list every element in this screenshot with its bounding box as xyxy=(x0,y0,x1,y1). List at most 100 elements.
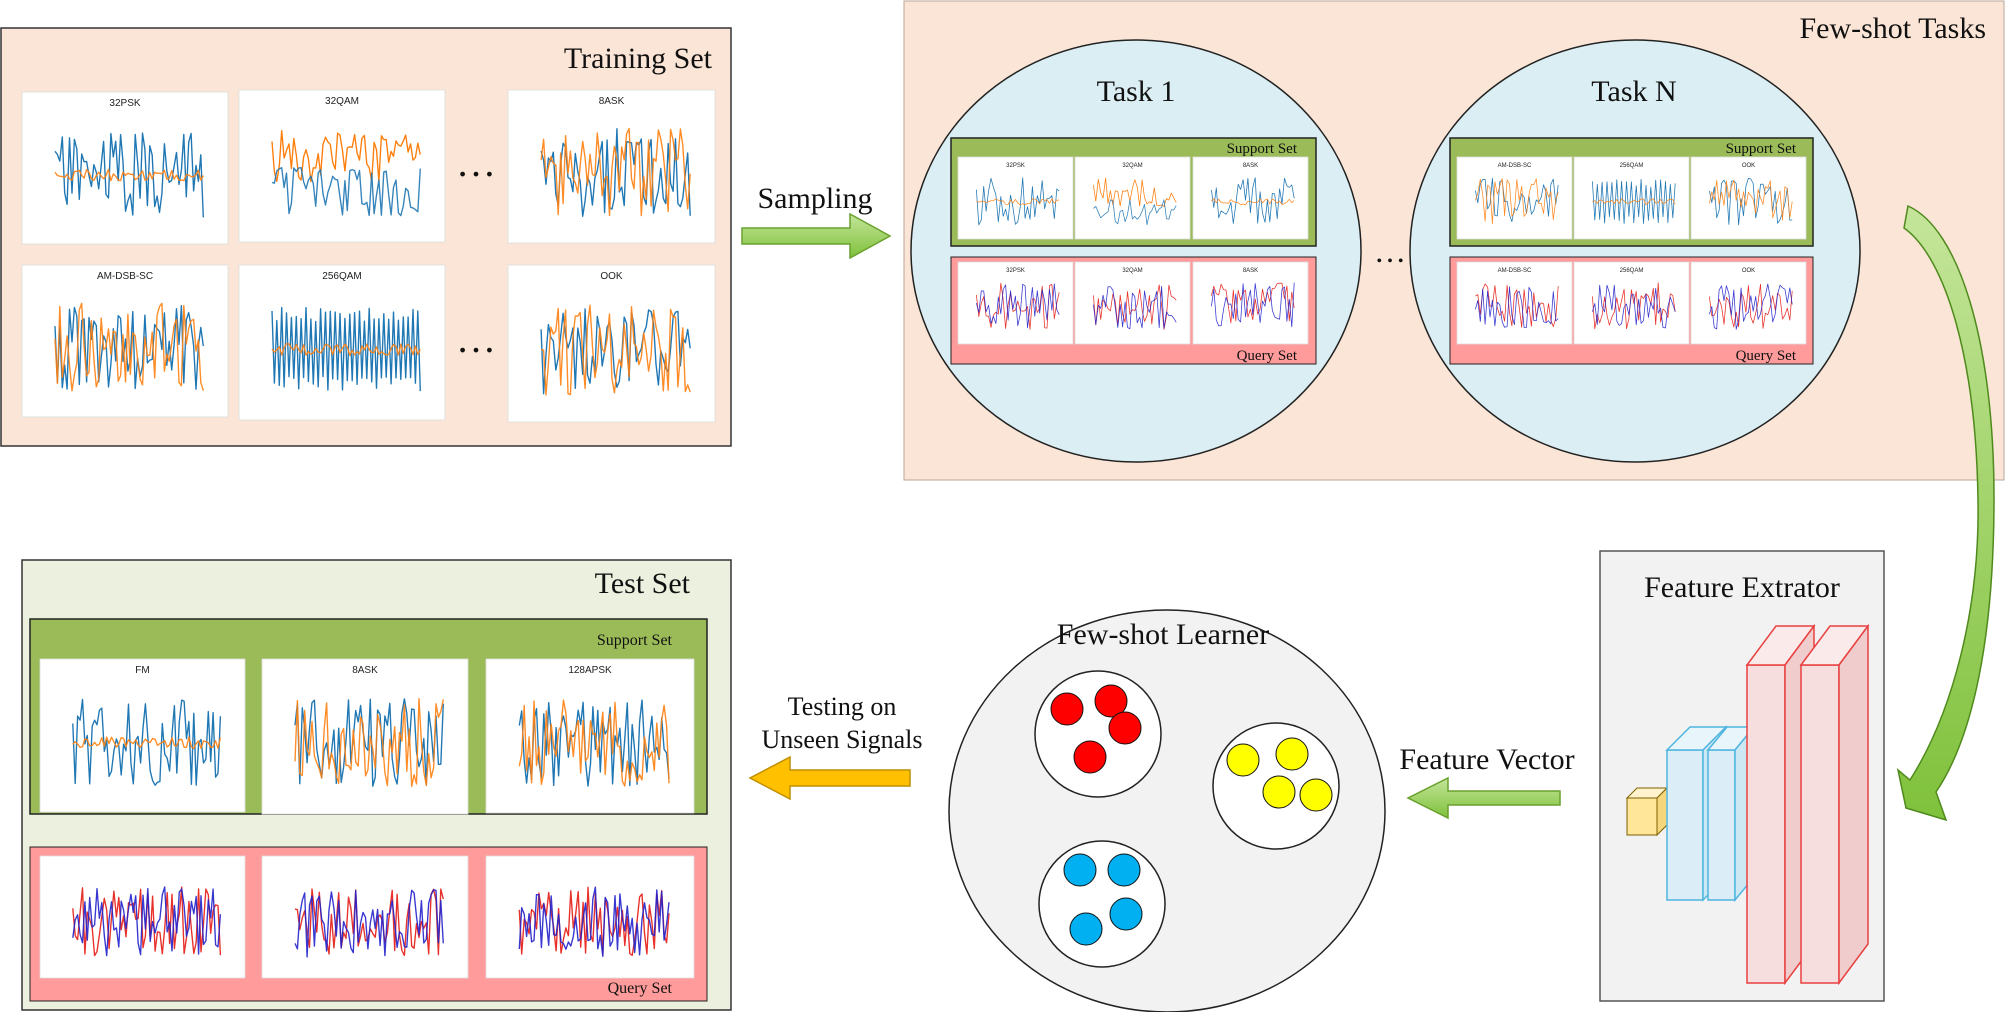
test-support-label: Support Set xyxy=(597,632,673,649)
test-support-thumb-trace-a xyxy=(294,698,444,787)
red-class-cluster xyxy=(1034,670,1162,798)
tasks-ellipsis: … xyxy=(1374,233,1406,269)
task-1-query-thumb-trace-a xyxy=(1093,284,1177,330)
task-n-support-thumb-label: 256QAM xyxy=(1620,163,1644,169)
training-thumb-trace-b xyxy=(540,304,691,396)
task-1-title: Task 1 xyxy=(1097,75,1176,108)
red-sample-dot xyxy=(1050,692,1084,726)
task-n-support-thumb-frame xyxy=(1573,156,1690,240)
task-1-support-thumb: 8ASK xyxy=(1192,156,1309,240)
task-n-support-thumb-trace-a xyxy=(1592,179,1676,224)
training-thumb-trace-b xyxy=(54,168,204,182)
testing-arrow: Testing on Unseen Signals xyxy=(748,692,923,801)
task-n-support-thumb-label: AM-DSB-SC xyxy=(1498,163,1532,169)
yellow-sample-dot xyxy=(1275,737,1309,771)
training-thumb-label: 8ASK xyxy=(599,96,625,107)
feature-extractor-panel: Feature Extrator xyxy=(1599,550,1885,1002)
task-1-support-thumb-frame xyxy=(1192,156,1309,240)
task-1-support-thumbnails: 32PSK 32QAM 8ASK xyxy=(957,156,1309,240)
sampling-arrow: Sampling xyxy=(741,182,892,260)
task-1-support-thumb-trace-a xyxy=(1211,177,1295,224)
training-thumb-trace-b xyxy=(271,167,421,217)
training-thumb-trace-b xyxy=(54,302,204,392)
training-thumb-label: AM-DSB-SC xyxy=(97,271,153,282)
task-n-query-thumb-label: AM-DSB-SC xyxy=(1498,268,1532,274)
task-1-support-thumb-frame xyxy=(1074,156,1191,240)
task-n-support-label: Support Set xyxy=(1726,141,1797,157)
yellow-sample-dot xyxy=(1226,743,1260,777)
feature-extractor-title: Feature Extrator xyxy=(1644,571,1840,604)
test-support-thumb-trace-b xyxy=(72,736,222,750)
task-n-query-thumb: AM-DSB-SC xyxy=(1456,261,1573,345)
task-1-support-thumb-trace-b xyxy=(976,198,1060,206)
red-sample-dot xyxy=(1073,740,1107,774)
yellow-sample-dot xyxy=(1299,778,1333,812)
task-1-support-thumb-trace-b xyxy=(1211,198,1295,206)
task-1-query-thumb-trace-b xyxy=(976,283,1060,329)
test-support-thumbnails: FM 8ASK 128APSK xyxy=(39,658,695,815)
task-n-query-thumb-trace-b xyxy=(1592,284,1676,329)
blue-sample-dot xyxy=(1063,853,1097,887)
blue-sample-dot xyxy=(1107,853,1141,887)
test-support-thumb-trace-a xyxy=(72,698,222,786)
training-thumb-frame xyxy=(238,89,446,243)
task-n-support-thumb-frame xyxy=(1456,156,1573,240)
test-support-thumb-label: 128APSK xyxy=(568,665,612,676)
feature-vector-arrow: Feature Vector xyxy=(1399,743,1575,820)
task-n-query-thumb-trace-a xyxy=(1709,283,1793,329)
few-shot-tasks-title: Few-shot Tasks xyxy=(1799,12,1986,45)
task-1-query-thumb: 32QAM xyxy=(1074,261,1191,345)
task-1-support-label: Support Set xyxy=(1227,141,1298,157)
task-n-query-thumb-trace-b xyxy=(1475,286,1559,328)
task-1-support-thumb: 32PSK xyxy=(957,156,1074,240)
task-1-query-thumb-label: 8ASK xyxy=(1243,268,1258,274)
task-1-query-thumb-label: 32QAM xyxy=(1122,268,1142,274)
task-n-query-thumb-label: OOK xyxy=(1742,268,1755,274)
blue-sample-dot xyxy=(1109,897,1143,931)
few-shot-tasks-panel: Few-shot Tasks Task 1 Support Set Query … xyxy=(903,0,2005,481)
test-support-thumb-label: 8ASK xyxy=(352,665,378,676)
test-query-thumb xyxy=(39,855,246,979)
task-n-support-thumb-trace-b xyxy=(1709,179,1793,221)
yellow-sample-dot xyxy=(1262,775,1296,809)
task-n-support-thumb-frame xyxy=(1690,156,1807,240)
task-n-query-thumb-frame xyxy=(1690,261,1807,345)
test-support-thumb-trace-b xyxy=(518,699,670,787)
training-thumb-frame xyxy=(507,264,716,423)
task-1-support-thumb-label: 32QAM xyxy=(1122,163,1142,169)
training-set-title: Training Set xyxy=(564,42,713,75)
testing-label-line1: Testing on xyxy=(788,692,897,721)
curved-arrow xyxy=(1896,204,1995,822)
training-ellipsis-bottom: … xyxy=(456,316,496,361)
task-1-support-thumb-trace-b xyxy=(1093,199,1177,226)
red-sample-dot xyxy=(1108,711,1142,745)
test-query-thumb xyxy=(485,855,695,979)
task-1-query-thumb-trace-a xyxy=(1211,282,1295,324)
task-n-query-thumb: 256QAM xyxy=(1573,261,1690,345)
task-n-query-label: Query Set xyxy=(1736,348,1797,364)
training-thumb: OOK xyxy=(507,264,716,423)
test-query-thumb-trace-b xyxy=(518,886,670,957)
test-support-thumb: 8ASK xyxy=(261,658,469,815)
task-n-query-thumb: OOK xyxy=(1690,261,1807,345)
input-cube xyxy=(1625,786,1669,837)
training-thumb-label: 32QAM xyxy=(325,96,359,107)
training-thumb: AM-DSB-SC xyxy=(21,264,229,418)
task-n-support-thumb-trace-a xyxy=(1475,177,1559,222)
test-query-label: Query Set xyxy=(608,980,673,997)
sampling-label: Sampling xyxy=(757,182,872,215)
task-n-query-thumb-trace-a xyxy=(1475,283,1559,328)
training-thumb: 8ASK xyxy=(507,89,716,244)
training-thumb-trace-b xyxy=(540,127,691,217)
testing-arrow-shape xyxy=(748,755,911,801)
test-support-thumb: 128APSK xyxy=(485,658,695,814)
test-support-thumb-label: FM xyxy=(135,665,149,676)
task-1-support-thumb-label: 32PSK xyxy=(1006,163,1025,169)
task-1-query-thumb-label: 32PSK xyxy=(1006,268,1025,274)
